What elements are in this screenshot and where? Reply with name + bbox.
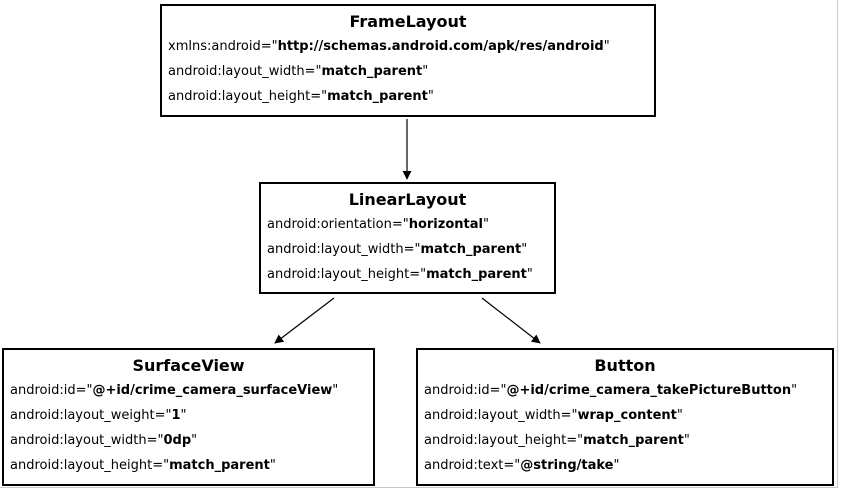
attr-key: android:text — [424, 458, 504, 473]
attr-row: android:layout_width="wrap_content" — [424, 408, 683, 423]
attr-key: xmlns:android — [168, 39, 261, 54]
attr-key: android:id — [10, 383, 76, 398]
attr-row: android:id="@+id/crime_camera_takePictur… — [424, 383, 798, 398]
attr-value: match_parent — [583, 433, 684, 448]
attr-value: @+id/crime_camera_takePictureButton — [506, 383, 792, 398]
attr-row: android:layout_width="0dp" — [10, 433, 198, 448]
attr-value: http://schemas.android.com/apk/res/andro… — [277, 39, 604, 54]
attr-key: android:layout_height — [168, 89, 311, 104]
attr-row: android:layout_height="match_parent" — [424, 433, 690, 448]
node-title: FrameLayout — [349, 12, 467, 31]
attr-value: match_parent — [169, 458, 270, 473]
attr-row: android:text="@string/take" — [424, 458, 620, 473]
attr-value: 0dp — [163, 433, 192, 448]
attr-key: android:layout_width — [424, 408, 561, 423]
attr-value: @string/take — [520, 458, 614, 473]
node-title: Button — [594, 356, 656, 375]
attr-row: android:orientation="horizontal" — [267, 217, 489, 232]
attr-row: android:layout_height="match_parent" — [168, 89, 434, 104]
attr-row: xmlns:android="http://schemas.android.co… — [168, 39, 610, 54]
attr-key: android:layout_width — [168, 64, 305, 79]
attr-value: 1 — [171, 408, 181, 423]
attr-value: match_parent — [420, 242, 522, 257]
node-title: SurfaceView — [132, 356, 245, 375]
attr-value: match_parent — [327, 89, 428, 104]
attr-value: match_parent — [321, 64, 423, 79]
edge-linearlayout-surfaceview — [274, 297, 335, 344]
attr-key: android:layout_height — [10, 458, 153, 473]
edge-linearlayout-button — [481, 297, 541, 344]
attr-key: android:layout_height — [267, 267, 410, 282]
attr-row: android:layout_height="match_parent" — [10, 458, 276, 473]
attr-row: android:layout_height="match_parent" — [267, 267, 533, 282]
attr-value: horizontal — [408, 217, 483, 232]
node-linearlayout: LinearLayout android:orientation="horizo… — [259, 182, 556, 294]
node-surfaceview: SurfaceView android:id="@+id/crime_camer… — [2, 348, 375, 486]
attr-key: android:orientation — [267, 217, 392, 232]
attr-value: @+id/crime_camera_surfaceView — [92, 383, 333, 398]
attr-key: android:id — [424, 383, 490, 398]
attr-value: wrap_content — [577, 408, 677, 423]
attr-value: match_parent — [426, 267, 527, 282]
node-button: Button android:id="@+id/crime_camera_tak… — [416, 348, 834, 486]
attr-key: android:layout_weight — [10, 408, 155, 423]
attr-row: android:layout_weight="1" — [10, 408, 187, 423]
attr-key: android:layout_width — [267, 242, 404, 257]
attr-key: android:layout_height — [424, 433, 567, 448]
attr-row: android:layout_width="match_parent" — [267, 242, 528, 257]
node-framelayout: FrameLayout xmlns:android="http://schema… — [160, 4, 656, 117]
node-title: LinearLayout — [348, 190, 467, 209]
attr-row: android:layout_width="match_parent" — [168, 64, 429, 79]
attr-key: android:layout_width — [10, 433, 147, 448]
attr-row: android:id="@+id/crime_camera_surfaceVie… — [10, 383, 339, 398]
